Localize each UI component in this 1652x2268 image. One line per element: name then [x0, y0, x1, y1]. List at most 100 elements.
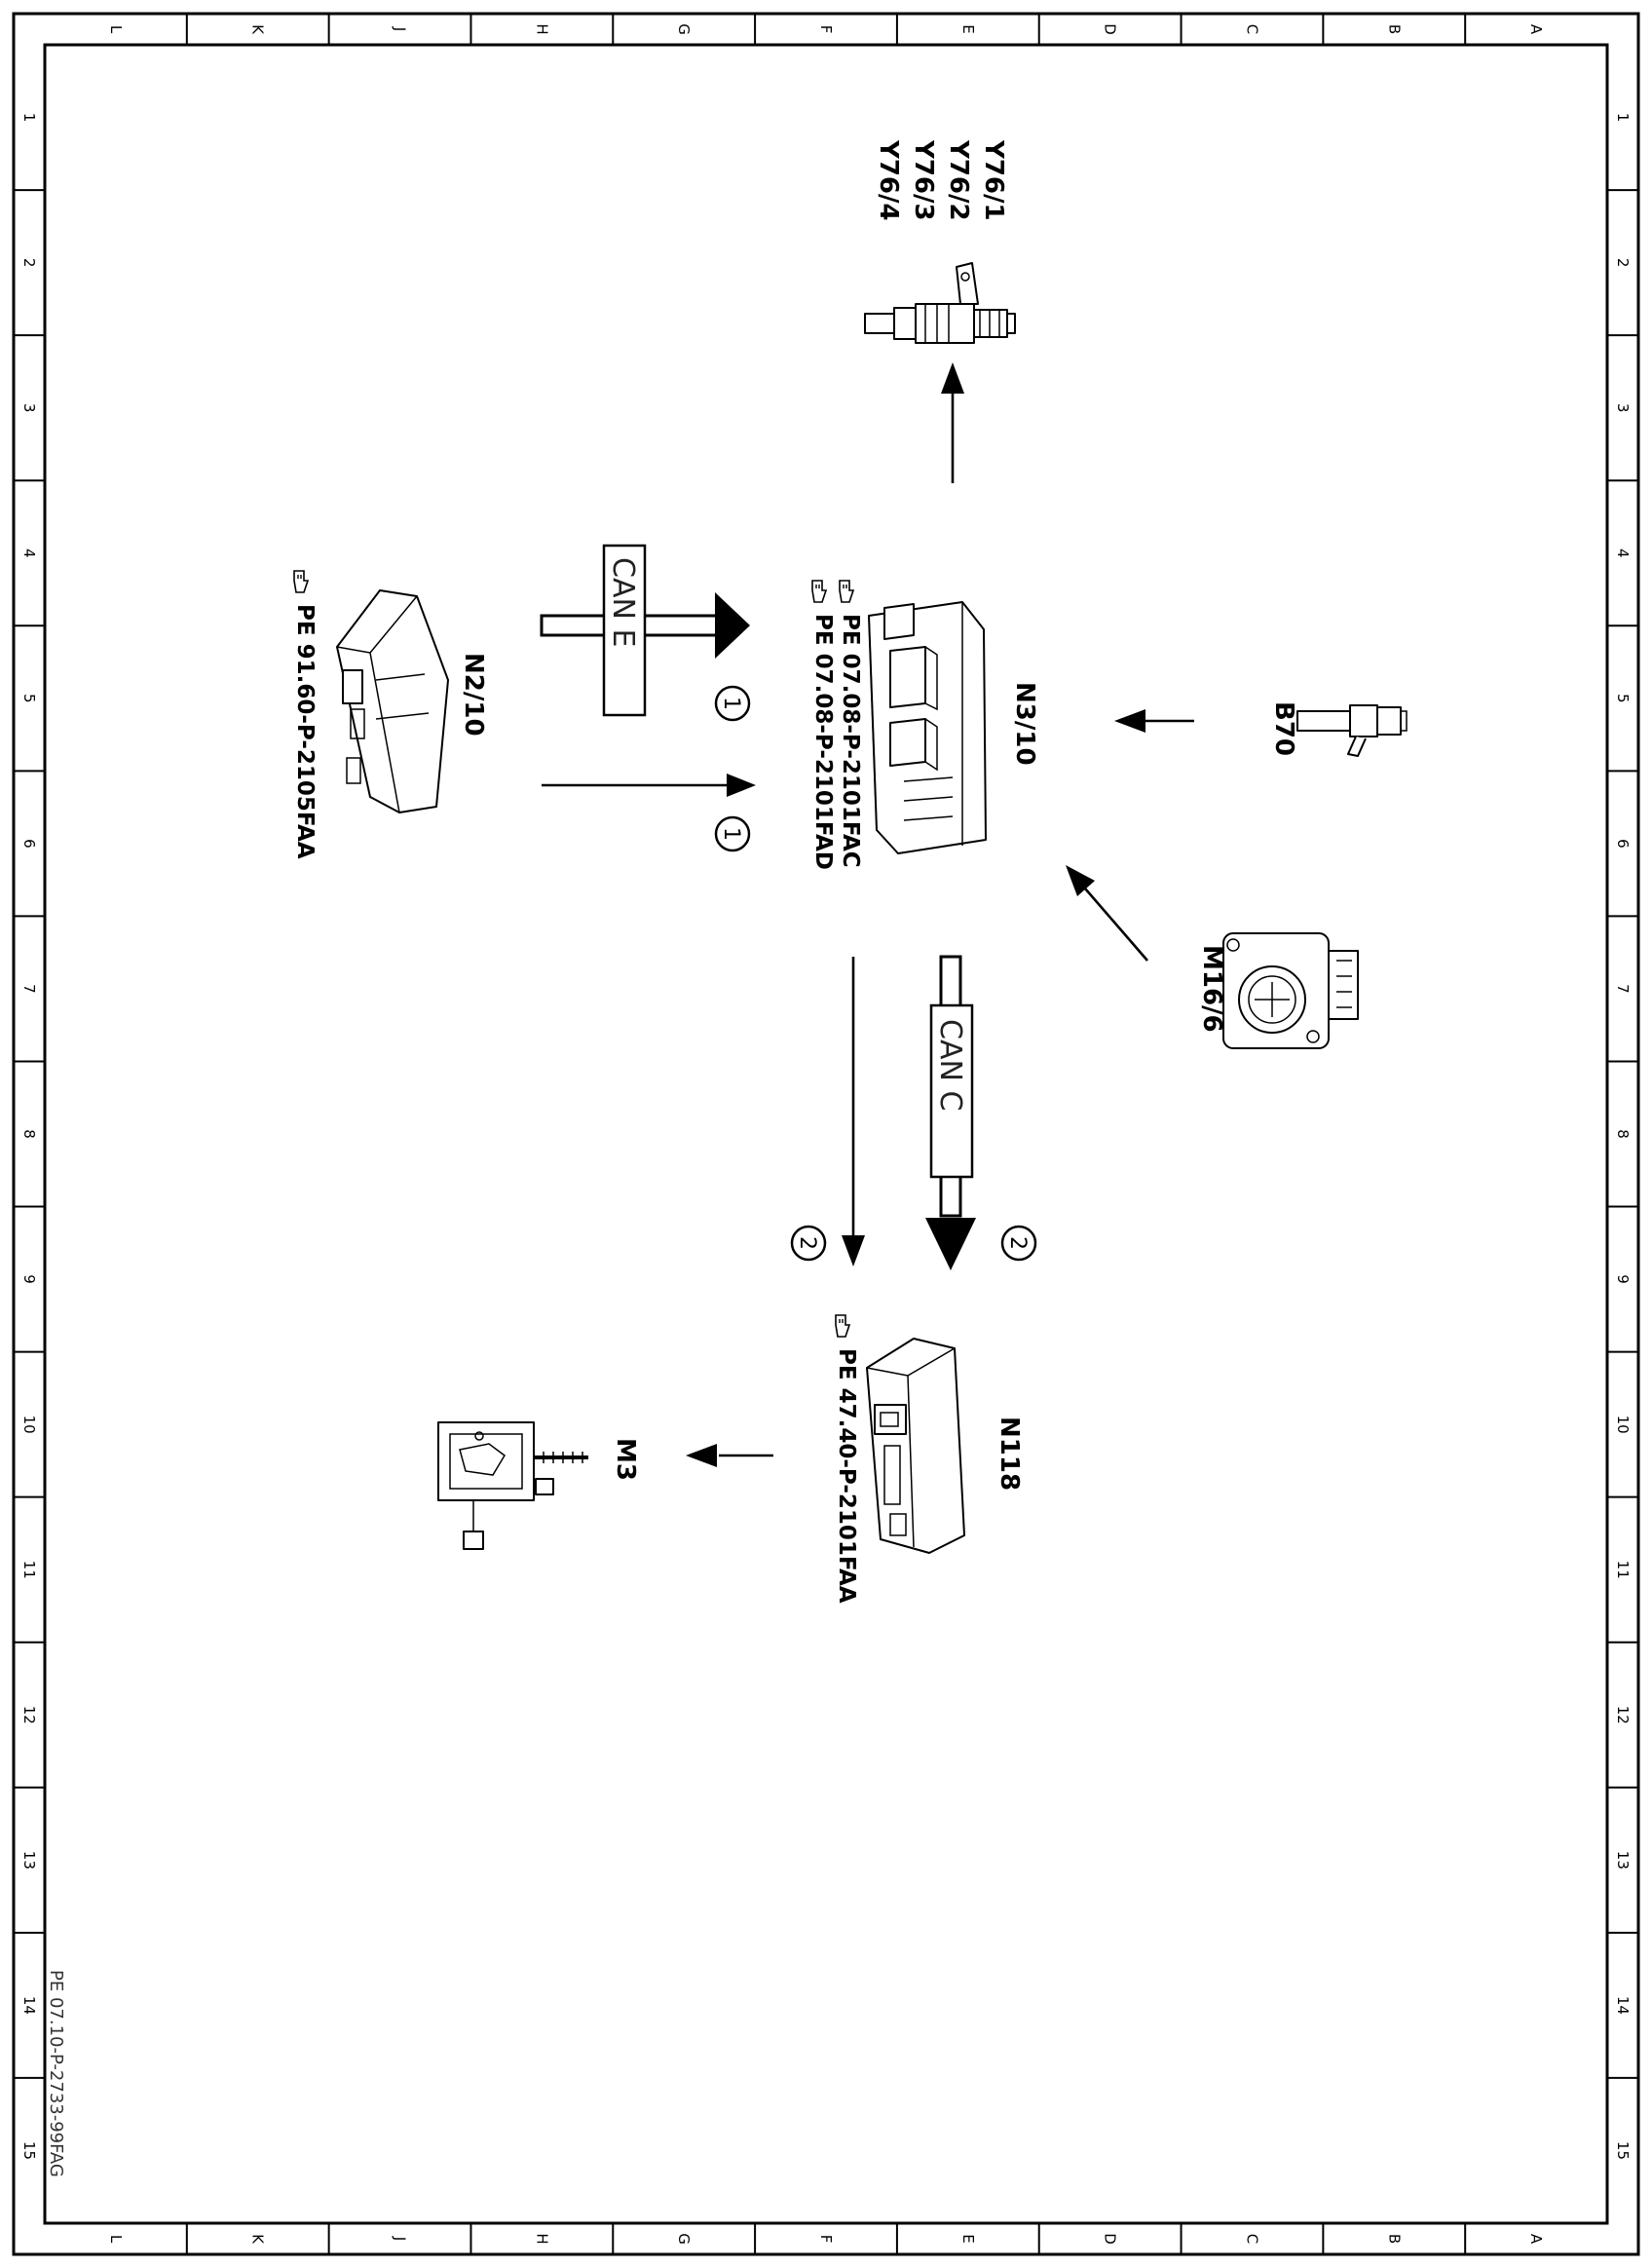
ecu-ref-1: PE 07.08-P-2101FAC [838, 614, 863, 868]
svg-text:2: 2 [1005, 1236, 1030, 1250]
ecu-ref-2: PE 07.08-P-2101FAD [810, 614, 836, 870]
column-label-bottom: C [1243, 2234, 1260, 2244]
row-label-left: 13 [20, 1851, 38, 1870]
label-b70: B70 [1269, 701, 1298, 756]
row-label-left: 9 [20, 1274, 38, 1284]
n2-10-ref: PE 91.60-P-2105FAA [292, 604, 318, 859]
row-label-left: 1 [20, 113, 38, 123]
row-label-right: 7 [1614, 984, 1632, 994]
row-label-right: 1 [1614, 113, 1632, 123]
label-m16-6: M16/6 [1197, 945, 1226, 1033]
column-label-bottom: G [675, 2233, 693, 2245]
module-n118-icon [866, 1338, 965, 1554]
row-label-left: 6 [20, 839, 38, 849]
row-label-left: 15 [20, 2141, 38, 2160]
row-label-left: 7 [20, 984, 38, 994]
column-label-top: G [675, 23, 693, 35]
column-label-bottom: J [392, 2236, 409, 2241]
row-label-left: 3 [20, 403, 38, 413]
arrow-n2-10-to-ecu [542, 774, 756, 797]
label-n118: N118 [995, 1417, 1024, 1491]
svg-text:2: 2 [795, 1236, 819, 1250]
can-e-bus-arrow: CAN E [540, 544, 750, 717]
arrow-n118-to-m3 [686, 1444, 773, 1467]
can-c-bus-arrow: CAN C [925, 955, 976, 1270]
row-label-right: 10 [1614, 1416, 1632, 1434]
marker-2-left: 2 [790, 1225, 827, 1262]
can-e-label: CAN E [606, 557, 640, 647]
document-id: PE 07.10-P-2733-99FAG [46, 1970, 66, 2177]
ecu-n3-10-icon [868, 601, 987, 854]
column-label-bottom: B [1385, 2234, 1403, 2244]
column-label-top: C [1243, 24, 1260, 34]
row-label-left: 2 [20, 258, 38, 268]
marker-1-upper: 1 [714, 685, 751, 722]
column-label-top: F [817, 25, 835, 34]
sensor-b70-icon [1296, 704, 1408, 757]
column-label-bottom: K [249, 2234, 267, 2245]
label-m3: M3 [611, 1438, 640, 1481]
column-label-top: E [959, 24, 977, 33]
marker-1-lower: 1 [714, 815, 751, 852]
column-label-top: K [249, 24, 267, 35]
injector-labels: Y76/1 Y76/2 Y76/3 Y76/4 [874, 139, 1008, 221]
row-label-right: 3 [1614, 403, 1632, 413]
column-labels: L L K K J J H H G G F F E E D D C C B B A A [107, 23, 1545, 2245]
n2-10-reference: PE 91.60-P-2105FAA [292, 570, 318, 859]
row-label-left: 11 [20, 1561, 38, 1579]
row-label-right: 15 [1614, 2141, 1632, 2160]
row-label-left: 14 [20, 1996, 38, 2015]
ecu-references: PE 07.08-P-2101FAC PE 07.08-P-2101FAD [810, 580, 863, 870]
row-label-left: 5 [20, 694, 38, 703]
column-label-bottom: L [107, 2235, 125, 2244]
can-c-label: CAN C [933, 1019, 967, 1111]
row-label-right: 12 [1614, 1706, 1632, 1724]
row-label-right: 4 [1614, 548, 1632, 558]
column-label-bottom: F [817, 2235, 835, 2244]
row-label-right: 6 [1614, 839, 1632, 849]
svg-text:1: 1 [719, 827, 743, 841]
arrow-ecu-to-n118 [842, 957, 865, 1266]
column-label-bottom: D [1102, 2233, 1119, 2245]
n118-ref: PE 47.40-P-2101FAA [834, 1348, 859, 1604]
n118-reference: PE 47.40-P-2101FAA [834, 1314, 859, 1604]
label-n3-10: N3/10 [1010, 682, 1039, 766]
row-label-left: 12 [20, 1706, 38, 1724]
arrow-to-injectors [941, 362, 964, 483]
column-label-bottom: E [959, 2234, 977, 2243]
column-label-top: B [1385, 24, 1403, 34]
row-label-right: 13 [1614, 1851, 1632, 1870]
marker-2-right: 2 [1000, 1225, 1037, 1262]
column-label-top: J [392, 26, 409, 31]
column-label-top: H [533, 23, 550, 34]
arrow-m16-6-to-ecu [1066, 865, 1148, 962]
module-n2-10-icon [336, 589, 449, 813]
label-n2-10: N2/10 [459, 653, 488, 737]
label-y76-4: Y76/4 [874, 139, 903, 221]
label-y76-1: Y76/1 [979, 139, 1008, 221]
row-label-right: 8 [1614, 1129, 1632, 1139]
row-label-right: 14 [1614, 1996, 1632, 2015]
row-label-left: 4 [20, 548, 38, 558]
arrow-b70-to-ecu [1114, 709, 1194, 733]
column-label-top: D [1102, 23, 1119, 35]
label-y76-2: Y76/2 [944, 139, 973, 221]
column-label-bottom: A [1527, 2234, 1545, 2245]
row-label-right: 5 [1614, 694, 1632, 703]
column-label-bottom: H [533, 2233, 550, 2244]
fuel-pump-m3-icon [437, 1421, 588, 1550]
row-label-left: 8 [20, 1129, 38, 1139]
row-label-right: 9 [1614, 1274, 1632, 1284]
row-label-left: 10 [20, 1416, 38, 1434]
injector-y76-icon [864, 262, 1016, 344]
label-y76-3: Y76/3 [909, 139, 938, 221]
column-label-top: L [107, 25, 125, 34]
row-label-right: 2 [1614, 258, 1632, 268]
svg-text:1: 1 [719, 697, 743, 710]
drawing-frame [12, 12, 1640, 2256]
column-label-top: A [1527, 24, 1545, 35]
row-label-right: 11 [1614, 1561, 1632, 1579]
throttle-m16-6-icon [1222, 932, 1359, 1049]
